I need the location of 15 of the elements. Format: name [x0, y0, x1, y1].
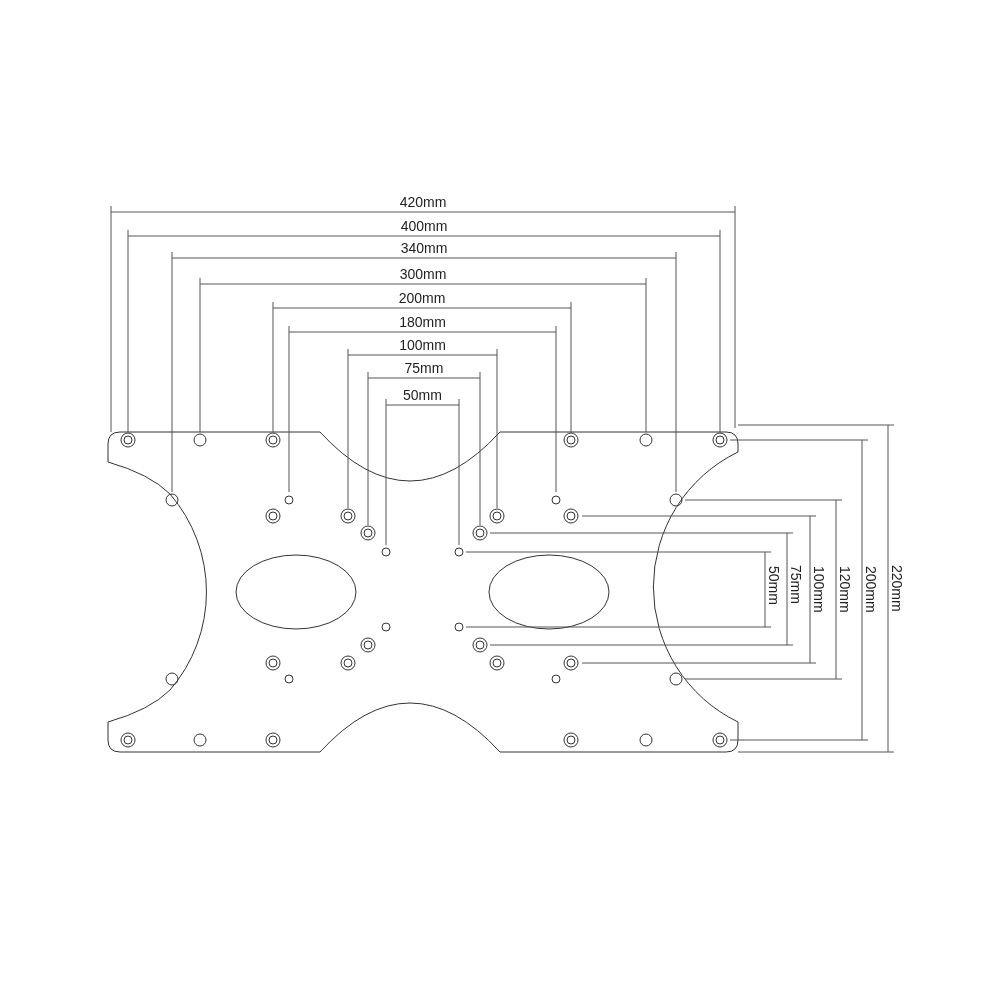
dimension-label: 120mm	[838, 565, 852, 613]
dimension-label: 100mm	[812, 565, 826, 613]
dimension-label: 180mm	[399, 315, 446, 329]
dimension-label: 400mm	[400, 219, 448, 233]
dimension-label: 200mm	[864, 566, 878, 613]
dimension-label: 75mm	[404, 361, 444, 375]
dimension-label: 200mm	[398, 291, 446, 305]
dimension-label: 340mm	[400, 241, 448, 255]
dimension-label: 50mm	[403, 388, 442, 402]
dimension-label: 420mm	[399, 195, 447, 209]
dimension-label: 100mm	[399, 338, 446, 352]
dimension-label: 50mm	[767, 565, 781, 605]
dimension-label: 300mm	[399, 267, 447, 281]
dimension-label: 75mm	[789, 565, 803, 604]
dimension-label: 220mm	[890, 564, 904, 612]
